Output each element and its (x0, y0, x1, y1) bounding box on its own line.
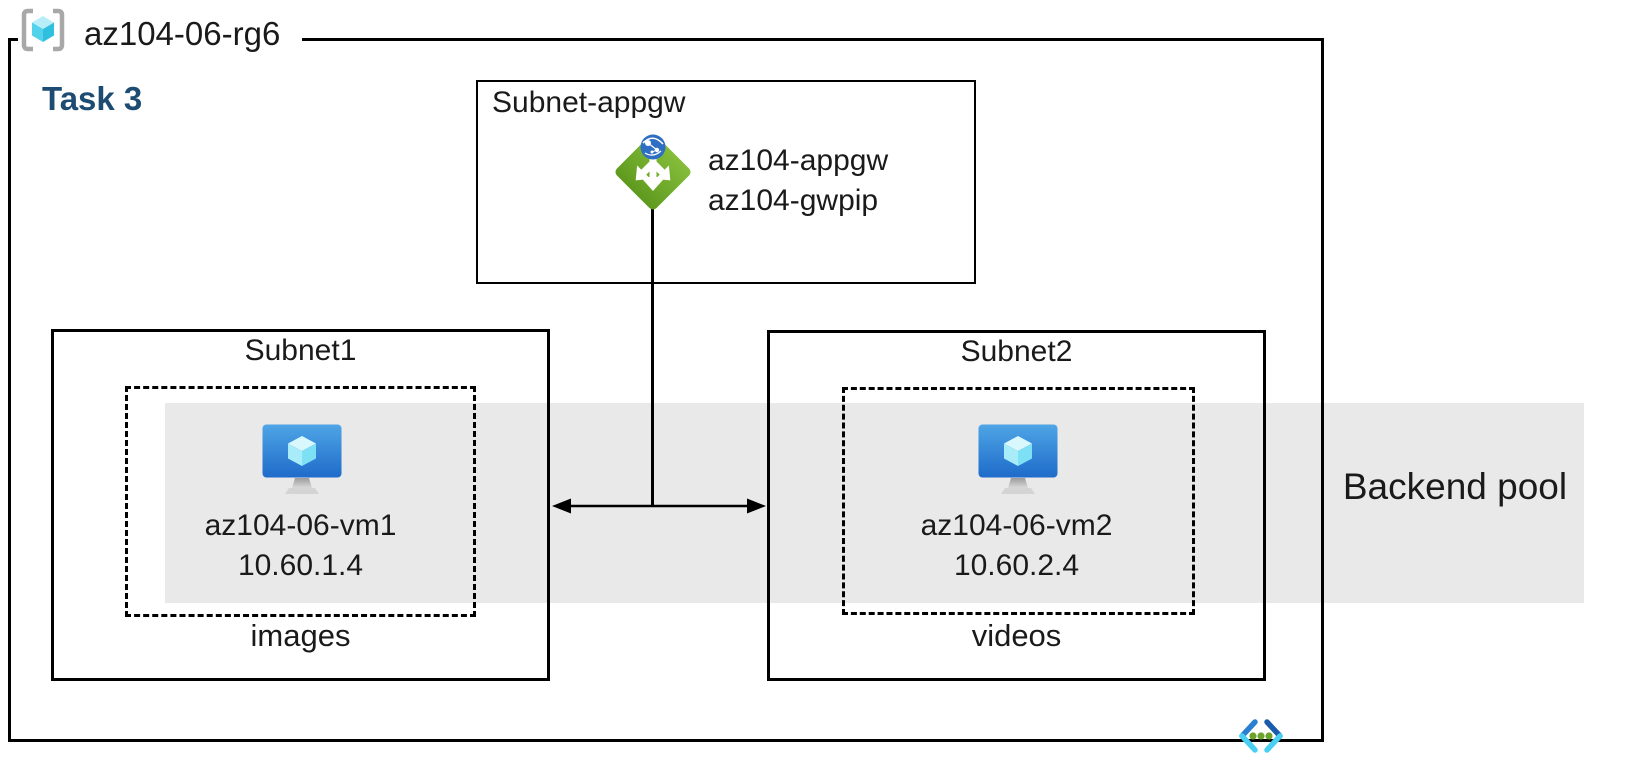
resource-group-label: az104-06-rg6 (84, 15, 281, 52)
vm1-ip-label: 10.60.1.4 (237, 549, 364, 582)
resource-group-box (8, 38, 1324, 742)
application-gateway-icon (615, 134, 691, 210)
task-label: Task 3 (42, 80, 143, 117)
subnet1-box (51, 329, 550, 681)
appgw-name-label: az104-appgw (708, 144, 889, 177)
appgw-labels: az104-appgw az104-gwpip (708, 141, 888, 221)
subnet2-box (767, 330, 1266, 681)
vm2-ip-label: 10.60.2.4 (953, 549, 1080, 582)
subnet1-title: Subnet1 (244, 334, 357, 367)
vm2-labels: az104-06-vm2 10.60.2.4 (767, 506, 1266, 586)
subnet2-title: Subnet2 (960, 335, 1073, 368)
virtual-network-icon (1239, 719, 1283, 753)
vm2-name-label: az104-06-vm2 (920, 509, 1113, 542)
appgw-subnet-box (476, 80, 976, 284)
subnet1-caption: images (250, 618, 351, 653)
virtual-machine-icon (262, 424, 342, 494)
vm1-labels: az104-06-vm1 10.60.1.4 (51, 506, 550, 586)
subnet2-dashed-box (842, 387, 1195, 615)
gateway-connector-line (651, 204, 654, 506)
resource-group-border-gap (18, 35, 302, 45)
resource-group-icon (21, 8, 65, 52)
subnet1-dashed-box (125, 386, 476, 617)
virtual-machine-icon (978, 424, 1058, 494)
backend-pool-label: Backend pool (1342, 466, 1568, 507)
subnet-double-arrow (552, 498, 766, 514)
appgw-pip-label: az104-gwpip (708, 184, 879, 217)
backend-pool-band (165, 403, 1584, 603)
subnet2-caption: videos (971, 618, 1062, 653)
vm1-name-label: az104-06-vm1 (204, 509, 397, 542)
appgw-subnet-title: Subnet-appgw (492, 86, 686, 119)
